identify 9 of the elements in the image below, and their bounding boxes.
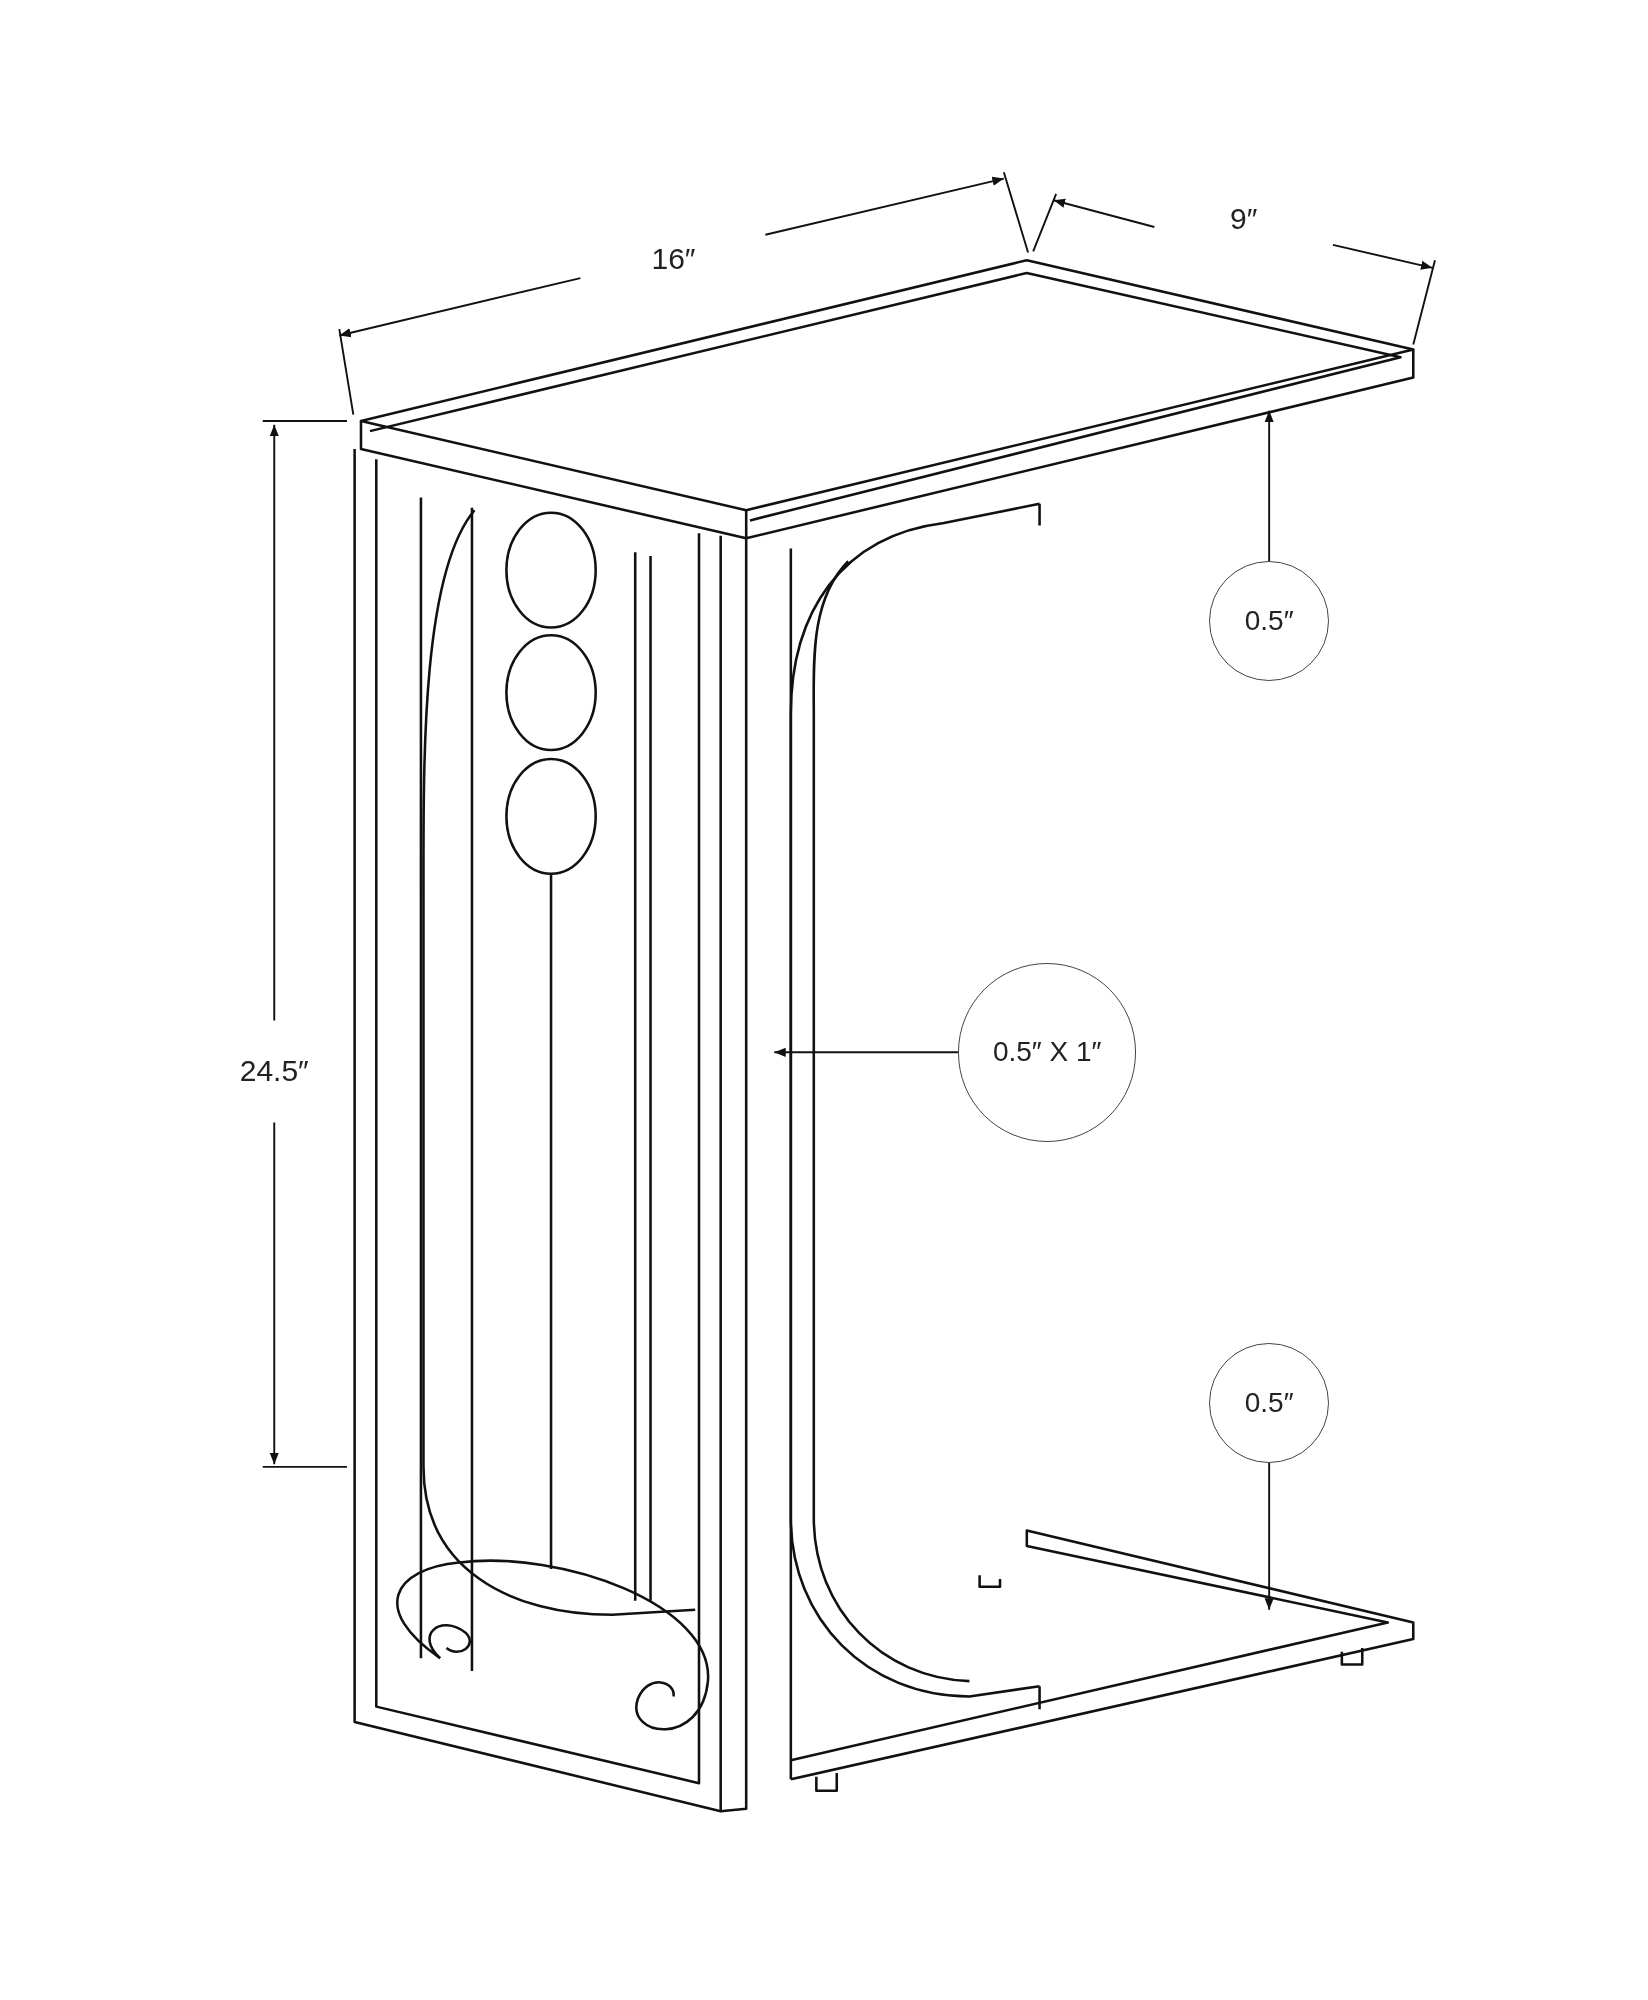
dimension-label: 9″ xyxy=(1230,202,1258,237)
dimension-label: 24.5″ xyxy=(239,1054,309,1089)
callout-bubble: 0.5″ X 1″ xyxy=(957,963,1137,1142)
leader-line xyxy=(1264,409,1274,563)
leader-line xyxy=(773,1047,959,1057)
leader-line xyxy=(1264,1462,1274,1611)
callout-bubble: 0.5″ xyxy=(1209,561,1330,682)
dimension-label: 16″ xyxy=(651,241,696,276)
callout-bubble: 0.5″ xyxy=(1209,1343,1330,1464)
